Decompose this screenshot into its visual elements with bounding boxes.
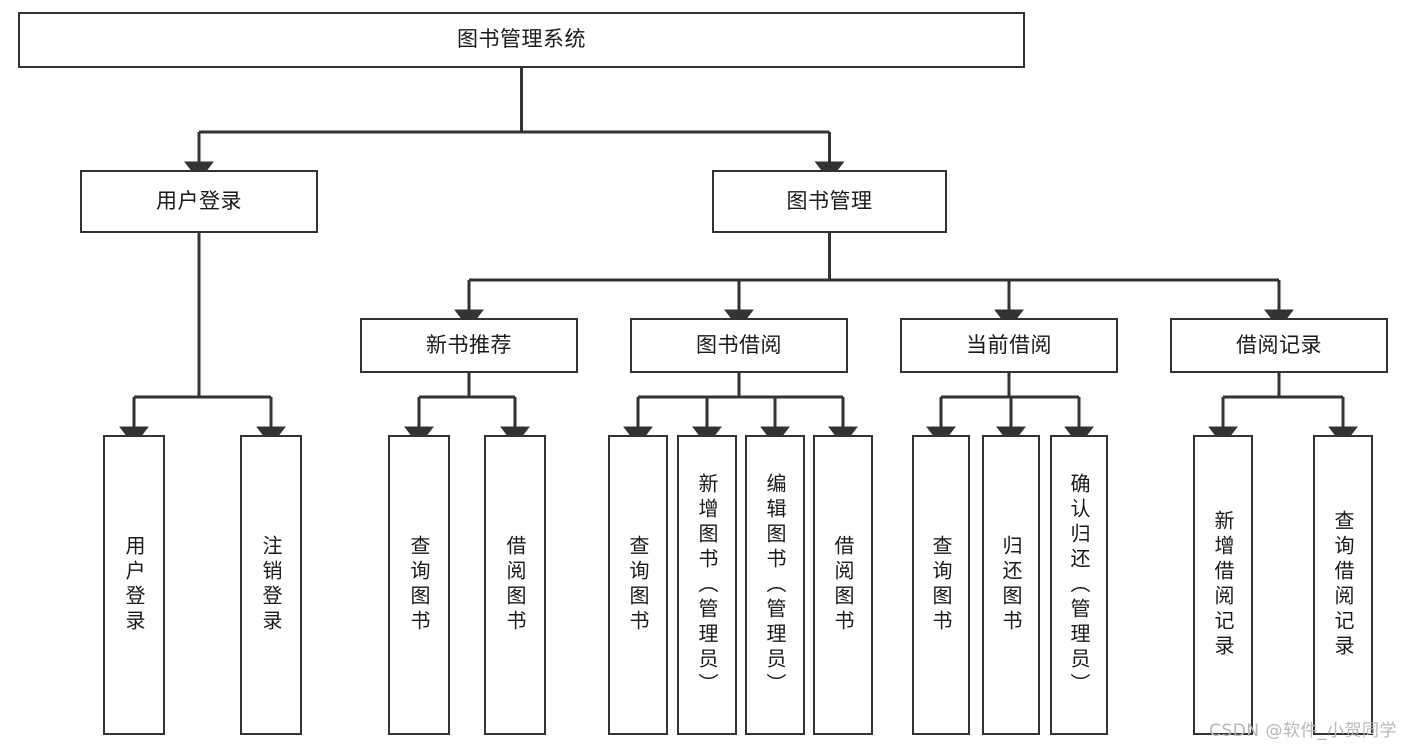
node-current-borrow[interactable]: 当前借阅 [900, 318, 1118, 373]
node-label: 借阅记录 [1236, 332, 1322, 357]
node-root[interactable]: 图书管理系统 [18, 12, 1025, 68]
node-label: 注销登录 [259, 535, 283, 635]
node-label: 用户登录 [156, 188, 242, 213]
node-leaf-confirm-return[interactable]: 确认归还（管理员） [1050, 435, 1108, 735]
node-label: 编辑图书（管理员） [763, 472, 787, 698]
watermark-label: CSDN @软件_小贺同学 [1209, 721, 1397, 741]
node-leaf-borrow-book-2[interactable]: 借阅图书 [813, 435, 873, 735]
node-label: 借阅图书 [831, 535, 855, 635]
node-leaf-add-book[interactable]: 新增图书（管理员） [677, 435, 737, 735]
node-book-borrow[interactable]: 图书借阅 [630, 318, 848, 373]
node-label: 当前借阅 [966, 332, 1052, 357]
node-leaf-logout[interactable]: 注销登录 [240, 435, 302, 735]
node-label: 确认归还（管理员） [1067, 472, 1091, 698]
node-leaf-query-record[interactable]: 查询借阅记录 [1313, 435, 1373, 735]
node-borrow-record[interactable]: 借阅记录 [1170, 318, 1388, 373]
node-user-login[interactable]: 用户登录 [80, 170, 318, 233]
node-label: 新增图书（管理员） [695, 472, 719, 698]
node-leaf-user-login[interactable]: 用户登录 [103, 435, 165, 735]
node-label: 图书管理系统 [457, 27, 586, 52]
node-leaf-borrow-book-1[interactable]: 借阅图书 [484, 435, 546, 735]
node-leaf-query-book-1[interactable]: 查询图书 [388, 435, 450, 735]
node-leaf-query-book-3[interactable]: 查询图书 [912, 435, 970, 735]
node-label: 图书借阅 [696, 332, 782, 357]
node-new-book-rec[interactable]: 新书推荐 [360, 318, 578, 373]
node-book-manage[interactable]: 图书管理 [712, 170, 947, 233]
node-label: 借阅图书 [503, 535, 527, 635]
node-label: 查询图书 [407, 535, 431, 635]
node-label: 新书推荐 [426, 332, 512, 357]
node-label: 查询图书 [929, 535, 953, 635]
node-label: 查询借阅记录 [1331, 510, 1355, 660]
node-label: 用户登录 [122, 535, 146, 635]
node-leaf-add-record[interactable]: 新增借阅记录 [1193, 435, 1253, 735]
node-leaf-return-book[interactable]: 归还图书 [982, 435, 1040, 735]
node-label: 查询图书 [626, 535, 650, 635]
node-leaf-edit-book[interactable]: 编辑图书（管理员） [745, 435, 805, 735]
node-label: 归还图书 [999, 535, 1023, 635]
node-leaf-query-book-2[interactable]: 查询图书 [608, 435, 668, 735]
node-label: 图书管理 [786, 188, 873, 213]
node-label: 新增借阅记录 [1211, 510, 1235, 660]
